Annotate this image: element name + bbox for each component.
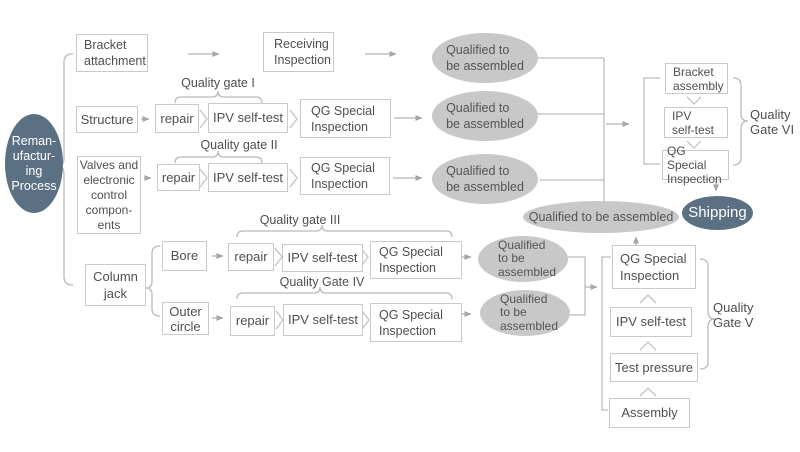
node-ipv-self-test-valves: IPV self-test — [208, 163, 288, 192]
node-remanufacturing-process: Reman- ufactur- ing Process — [5, 114, 63, 213]
label-quality-gate-5: Quality Gate V — [713, 300, 754, 330]
chevron-up-icon — [639, 387, 657, 397]
chevron-right-icon — [199, 109, 208, 129]
label-quality-gate-2: Quality gate II — [200, 138, 278, 152]
label-quality-gate-4: Quality Gate IV — [279, 275, 365, 289]
chevron-right-icon — [275, 310, 284, 330]
node-repair-outer: repair — [230, 306, 275, 336]
node-qg-special-inspection-2: QG Special Inspection — [300, 157, 390, 195]
node-qualified-3: Qualified to be assembled — [432, 154, 538, 204]
node-qg-special-inspection-gate6: QG Special Inspection — [662, 144, 729, 186]
node-qualified-5: Qualified to be assembled — [480, 290, 570, 336]
bracket-qualified45-junction — [568, 256, 586, 316]
node-assembly: Assembly — [609, 398, 690, 428]
node-repair-valves: repair — [157, 164, 200, 191]
node-column-jack: Column jack — [85, 264, 146, 306]
chevron-right-icon — [361, 310, 370, 330]
node-qualified-2: Qualified to be assembled — [432, 91, 538, 141]
node-test-pressure: Test pressure — [610, 353, 698, 382]
brace-gate1 — [174, 90, 263, 104]
node-qualified-4: Qualified to be assembled — [478, 236, 568, 282]
node-valves-electronic-control: Valves and electronic control compon- en… — [77, 156, 141, 234]
node-structure: Structure — [76, 106, 138, 133]
node-bracket-attachment: Bracket attachment — [76, 34, 148, 72]
node-qualified-1: Qualified to be assembled — [432, 33, 538, 83]
node-bore: Bore — [162, 241, 207, 271]
node-ipv-self-test-gate6: IPV self-test — [664, 107, 728, 138]
chevron-right-icon — [289, 109, 298, 129]
node-qg-special-inspection-gate5: QG Special Inspection — [612, 245, 696, 289]
node-shipping: Shipping — [682, 196, 753, 230]
node-qg-special-inspection-4: QG Special Inspection — [370, 303, 462, 342]
brace-gate6 — [732, 77, 749, 166]
node-outer-circle: Outer circle — [162, 302, 209, 335]
chevron-right-icon — [199, 168, 208, 188]
chevron-down-icon — [686, 96, 702, 105]
label-quality-gate-1: Quality gate I — [181, 76, 255, 90]
node-qg-special-inspection-3: QG Special Inspection — [370, 241, 462, 279]
node-repair-bore: repair — [228, 243, 274, 271]
node-ipv-self-test-structure: IPV self-test — [208, 103, 288, 133]
node-bracket-assembly: Bracket assembly — [665, 63, 728, 94]
node-receiving-inspection: Receiving Inspection — [263, 32, 334, 72]
chevron-up-icon — [639, 294, 657, 304]
label-quality-gate-6: Quality Gate VI — [750, 107, 795, 137]
node-ipv-self-test-gate5: IPV self-test — [610, 307, 692, 337]
node-qualified-final: Qualified to be assembled — [523, 201, 679, 233]
node-ipv-self-test-outer: IPV self-test — [283, 304, 363, 336]
chevron-right-icon — [289, 168, 298, 188]
label-quality-gate-3: Quality gate III — [259, 213, 341, 227]
brace-gate2 — [174, 150, 263, 164]
bracket-gate6-left — [643, 77, 660, 165]
node-repair-structure: repair — [155, 104, 199, 133]
node-ipv-self-test-bore: IPV self-test — [282, 244, 363, 272]
node-qg-special-inspection-1: QG Special Inspection — [300, 99, 391, 138]
chevron-up-icon — [639, 341, 657, 351]
chevron-right-icon — [274, 247, 283, 267]
brace-columnjack-split — [145, 245, 161, 317]
